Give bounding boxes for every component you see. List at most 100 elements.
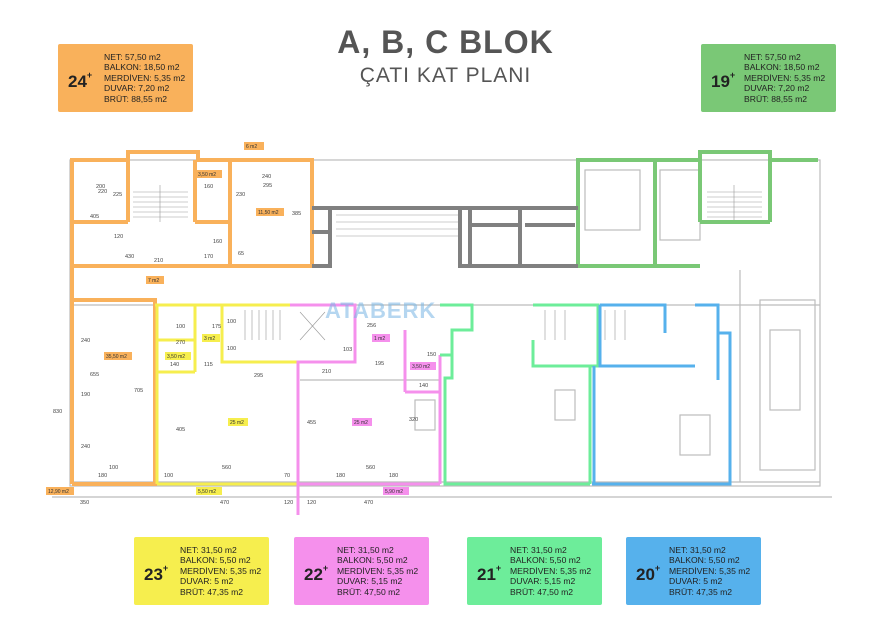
dim-label: 140 — [170, 362, 179, 368]
area-tag: 3,50 m2 — [198, 172, 216, 178]
unit-specs: NET: 31,50 m2 BALKON: 5,50 m2 MERDİVEN: … — [180, 545, 261, 597]
spec-net: NET: 31,50 m2 — [180, 545, 237, 555]
unit-number-text: 19 — [711, 72, 730, 91]
area-tags: 6 m2 3,50 m2 11,50 m2 7 m2 35,50 m2 3 m2… — [46, 142, 436, 495]
dim-label: 405 — [176, 427, 185, 433]
unit-specs: NET: 31,50 m2 BALKON: 5,50 m2 MERDİVEN: … — [510, 545, 591, 597]
core-walls — [312, 206, 578, 268]
area-tag: 1 m2 — [374, 336, 385, 342]
plan-outline — [52, 159, 832, 498]
dim-label: 830 — [53, 409, 62, 415]
spec-merdiven: MERDİVEN: 5,35 m2 — [669, 565, 751, 576]
spec-duvar: DUVAR: 5,15 m2 — [337, 576, 403, 587]
unit-specs: NET: 57,50 m2 BALKON: 18,50 m2 MERDİVEN:… — [104, 52, 185, 104]
dim-label: 100 — [164, 473, 173, 479]
area-tag: 3 m2 — [204, 336, 215, 342]
spec-balkon: BALKON: 5,50 m2 — [669, 555, 740, 566]
unit-suffix: + — [495, 563, 502, 573]
unit-number: 23+ — [144, 563, 168, 585]
spec-merdiven: MERDİVEN: 5,35 m2 — [510, 565, 592, 576]
dim-label: 230 — [236, 192, 245, 198]
unit-number-text: 22 — [304, 565, 323, 584]
unit-box-24: 24+ NET: 57,50 m2 BALKON: 18,50 m2 MERDİ… — [58, 44, 193, 112]
dim-label: 560 — [366, 465, 375, 471]
spec-merdiven: MERDİVEN: 5,35 m2 — [744, 72, 826, 83]
unit-number-text: 24 — [68, 72, 87, 91]
area-tag: 12,90 m2 — [48, 489, 69, 495]
unit-number-text: 21 — [477, 565, 496, 584]
dim-label: 295 — [263, 183, 272, 189]
spec-net: NET: 31,50 m2 — [337, 545, 394, 555]
area-tag: 6 m2 — [246, 144, 257, 150]
dim-label: 120 — [284, 500, 293, 506]
dim-label: 120 — [114, 234, 123, 240]
dim-label: 240 — [81, 444, 90, 450]
dim-label: 270 — [176, 340, 185, 346]
dim-label: 120 — [307, 500, 316, 506]
dim-label: 256 — [367, 323, 376, 329]
dim-label: 160 — [204, 184, 213, 190]
unit-suffix: + — [322, 563, 329, 573]
unit-number: 24+ — [68, 70, 93, 92]
dim-label: 405 — [90, 214, 99, 220]
page-subtitle: ÇATI KAT PLANI — [359, 64, 532, 87]
unit-box-23: 23+ NET: 31,50 m2 BALKON: 5,50 m2 MERDİV… — [134, 537, 269, 605]
dim-label: 240 — [262, 174, 271, 180]
unit-specs: NET: 57,50 m2 BALKON: 18,50 m2 MERDİVEN:… — [744, 52, 825, 104]
spec-brut: BRÜT: 47,50 m2 — [337, 586, 401, 597]
dim-label: 705 — [134, 388, 143, 394]
spec-net: NET: 57,50 m2 — [104, 52, 161, 62]
spec-duvar: DUVAR: 5,15 m2 — [510, 576, 576, 587]
area-tag: 11,50 m2 — [258, 210, 279, 216]
area-tag: 5,90 m2 — [385, 489, 403, 495]
spec-brut: BRÜT: 47,35 m2 — [180, 586, 244, 597]
spec-balkon: BALKON: 18,50 m2 — [104, 62, 180, 73]
spec-merdiven: MERDİVEN: 5,35 m2 — [104, 72, 186, 83]
dim-label: 140 — [419, 383, 428, 389]
dim-label: 220 — [98, 189, 107, 195]
page-title: A, B, C BLOK — [337, 24, 554, 60]
spec-net: NET: 57,50 m2 — [744, 52, 801, 62]
spec-brut: BRÜT: 88,55 m2 — [744, 93, 808, 104]
area-tag: 3,50 m2 — [412, 364, 430, 370]
dim-label: 560 — [222, 465, 231, 471]
spec-balkon: BALKON: 5,50 m2 — [510, 555, 581, 566]
unit-number: 20+ — [636, 563, 660, 585]
dim-label: 385 — [292, 211, 301, 217]
unit-20-walls — [592, 303, 732, 486]
dim-label: 430 — [125, 254, 134, 260]
dim-label: 150 — [427, 352, 436, 358]
dim-label: 100 — [109, 465, 118, 471]
dim-label: 240 — [81, 338, 90, 344]
dim-label: 455 — [307, 420, 316, 426]
unit-number-text: 23 — [144, 565, 163, 584]
dim-label: 180 — [336, 473, 345, 479]
dim-label: 100 — [227, 319, 236, 325]
area-tag: 7 m2 — [148, 278, 159, 284]
stair-hatch — [133, 185, 762, 341]
unit-24-walls — [70, 150, 314, 486]
unit-suffix: + — [86, 70, 93, 80]
dim-label: 210 — [154, 258, 163, 264]
dim-label: 180 — [389, 473, 398, 479]
spec-net: NET: 31,50 m2 — [510, 545, 567, 555]
spec-merdiven: MERDİVEN: 5,35 m2 — [180, 565, 262, 576]
dim-label: 350 — [80, 500, 89, 506]
spec-duvar: DUVAR: 5 m2 — [180, 576, 234, 587]
dim-label: 70 — [284, 473, 290, 479]
unit-22-walls — [290, 303, 442, 515]
spec-brut: BRÜT: 88,55 m2 — [104, 93, 168, 104]
unit-suffix: + — [729, 70, 736, 80]
dimension-labels: 200 220 225 160 240 295 230 385 405 120 … — [53, 174, 436, 506]
spec-balkon: BALKON: 18,50 m2 — [744, 62, 820, 73]
spec-brut: BRÜT: 47,35 m2 — [669, 586, 733, 597]
spec-balkon: BALKON: 5,50 m2 — [337, 555, 408, 566]
area-tag: 3,50 m2 — [167, 354, 185, 360]
dim-label: 210 — [322, 369, 331, 375]
dim-label: 470 — [220, 500, 229, 506]
unit-box-20: 20+ NET: 31,50 m2 BALKON: 5,50 m2 MERDİV… — [626, 537, 761, 605]
dim-label: 170 — [204, 254, 213, 260]
dim-label: 115 — [204, 362, 213, 368]
unit-number-text: 20 — [636, 565, 655, 584]
